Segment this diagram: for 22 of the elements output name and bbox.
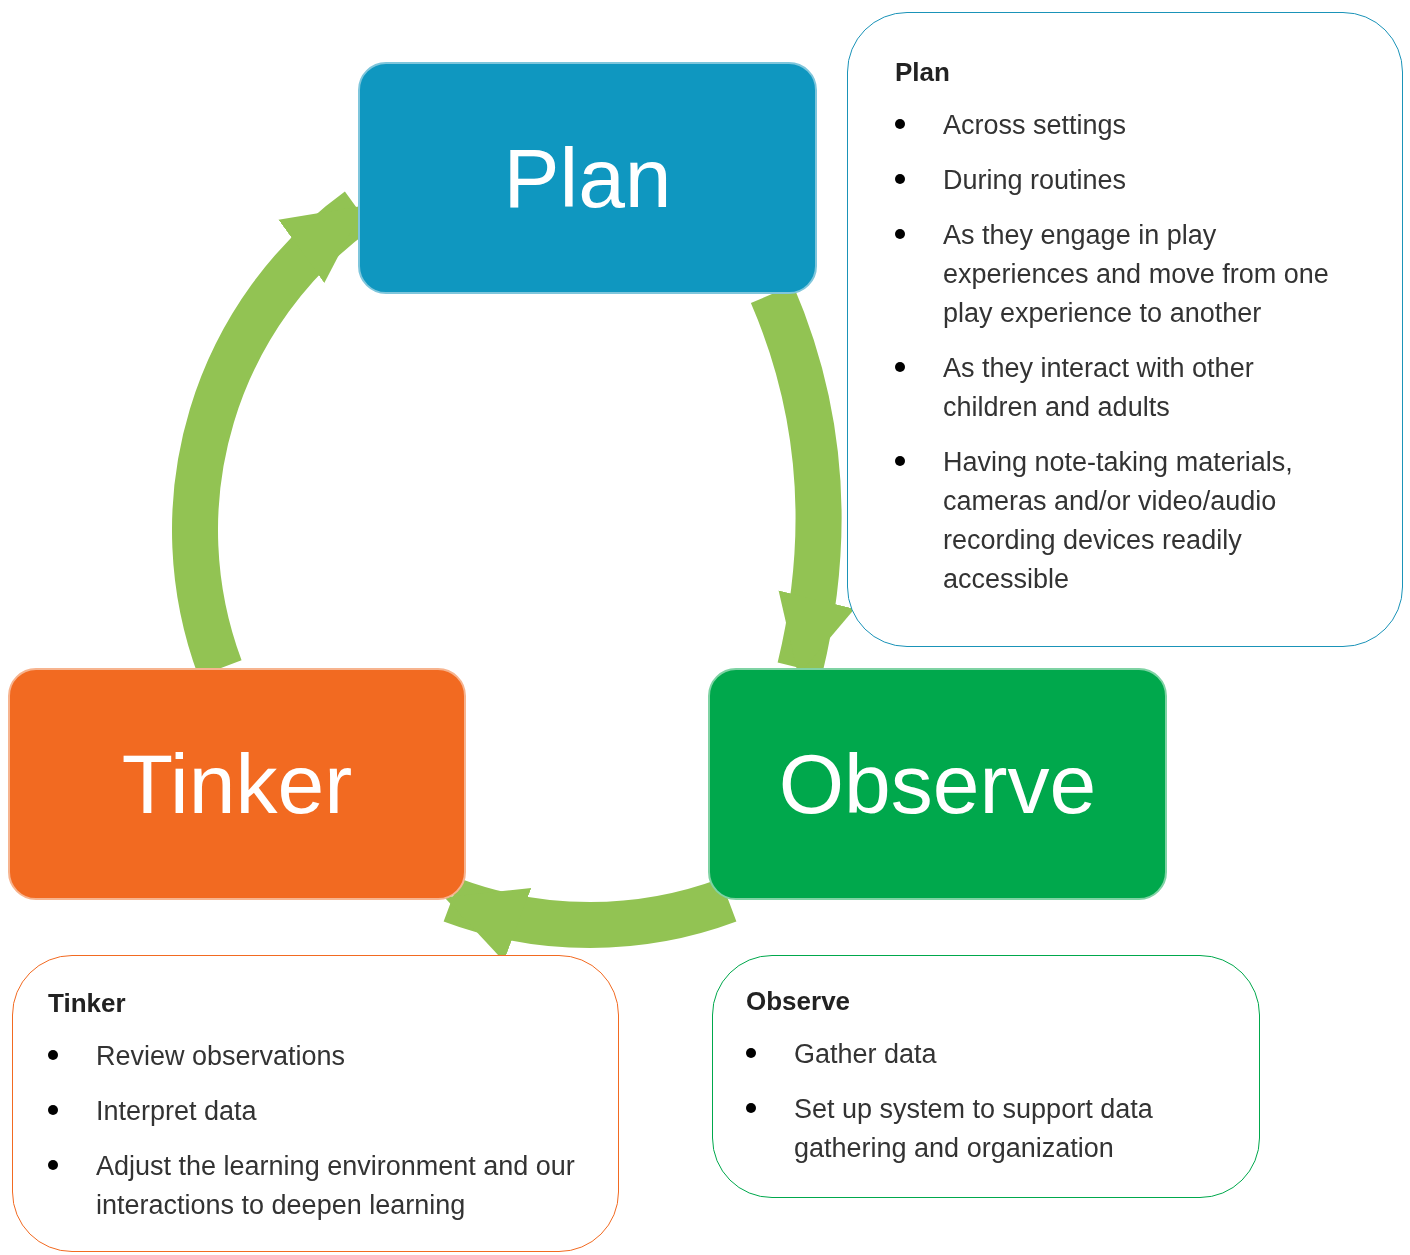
note-card	[712, 955, 1260, 1198]
bullet-text: Across settings	[943, 109, 1127, 142]
note-heading: Tinker	[48, 987, 127, 1020]
bullet-text: Review observations	[96, 1040, 346, 1073]
note-card	[847, 12, 1403, 647]
bullet-text: As they interact with other children and adults	[943, 352, 1255, 424]
bullet-text: Gather data	[794, 1038, 937, 1071]
note-heading: Observe	[746, 985, 852, 1018]
bullet-text: Set up system to support data gathering and organization	[794, 1093, 1154, 1165]
bullet-text: Interpret data	[96, 1095, 257, 1128]
step-box	[708, 668, 1167, 900]
bullet-text: Adjust the learning environment and our interactions to deepen learning	[96, 1150, 576, 1222]
bullet-text: As they engage in play experiences and move from one play experience to another	[943, 219, 1330, 330]
note-card	[12, 955, 619, 1252]
step-title: Observe	[778, 742, 1097, 826]
step-box	[358, 62, 817, 294]
bullet-text: Having note-taking materials, cameras and/or video/audio recording devices readily accessible	[943, 446, 1294, 596]
note-heading: Plan	[895, 56, 951, 89]
step-title: Plan	[503, 136, 672, 220]
step-title: Tinker	[121, 742, 353, 826]
bullet-text: During routines	[943, 164, 1127, 197]
step-box	[8, 668, 466, 900]
